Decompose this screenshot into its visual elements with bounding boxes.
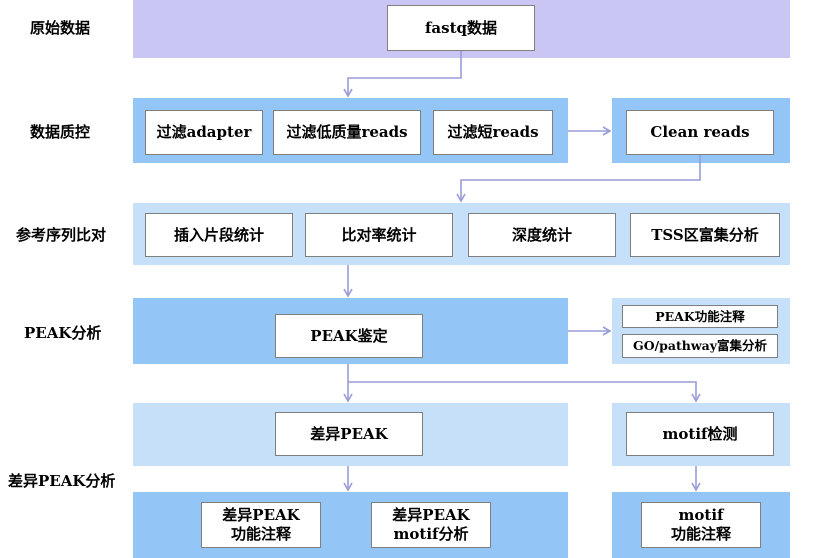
node-diff-motif: 差异PEAK motif分析 — [371, 502, 491, 548]
node-clean-reads: Clean reads — [626, 110, 774, 155]
node-fastq: fastq数据 — [387, 5, 535, 51]
node-diff-func-line1: 差异PEAK — [222, 506, 300, 525]
stage-label-align: 参考序列比对 — [16, 226, 107, 244]
node-tss: TSS区富集分析 — [630, 213, 780, 257]
stage-label-diff: 差异PEAK分析 — [8, 472, 116, 490]
node-go-pathway: GO/pathway富集分析 — [622, 334, 778, 358]
stage-label-qc: 数据质控 — [30, 123, 91, 141]
arrow-clean-to-align — [456, 155, 701, 203]
node-diff-func-line2: 功能注释 — [230, 525, 291, 543]
node-diff-peak: 差异PEAK — [275, 412, 423, 456]
node-diff-motif-line1: 差异PEAK — [392, 506, 470, 525]
node-peak-annot: PEAK功能注释 — [622, 305, 778, 328]
node-filter-short: 过滤短reads — [433, 110, 553, 155]
stage-label-peak: PEAK分析 — [24, 324, 102, 342]
arrow-peak-to-motif — [348, 381, 701, 403]
node-diff-motif-line2: motif分析 — [393, 525, 469, 543]
arrow-fastq-to-qc — [343, 51, 462, 98]
node-insert-stats: 插入片段统计 — [145, 213, 293, 257]
node-motif-annot-line2: 功能注释 — [670, 525, 731, 543]
node-filter-adapter: 过滤adapter — [145, 110, 263, 155]
node-filter-lowq: 过滤低质量reads — [273, 110, 421, 155]
stage-label-raw: 原始数据 — [30, 19, 91, 37]
node-peak-call: PEAK鉴定 — [275, 314, 423, 358]
node-motif-annot: motif 功能注释 — [641, 502, 761, 548]
node-motif-detect: motif检测 — [626, 412, 774, 456]
node-align-rate: 比对率统计 — [305, 213, 453, 257]
node-depth-stats: 深度统计 — [468, 213, 616, 257]
node-motif-annot-line1: motif — [678, 506, 724, 525]
node-diff-func: 差异PEAK 功能注释 — [201, 502, 321, 548]
